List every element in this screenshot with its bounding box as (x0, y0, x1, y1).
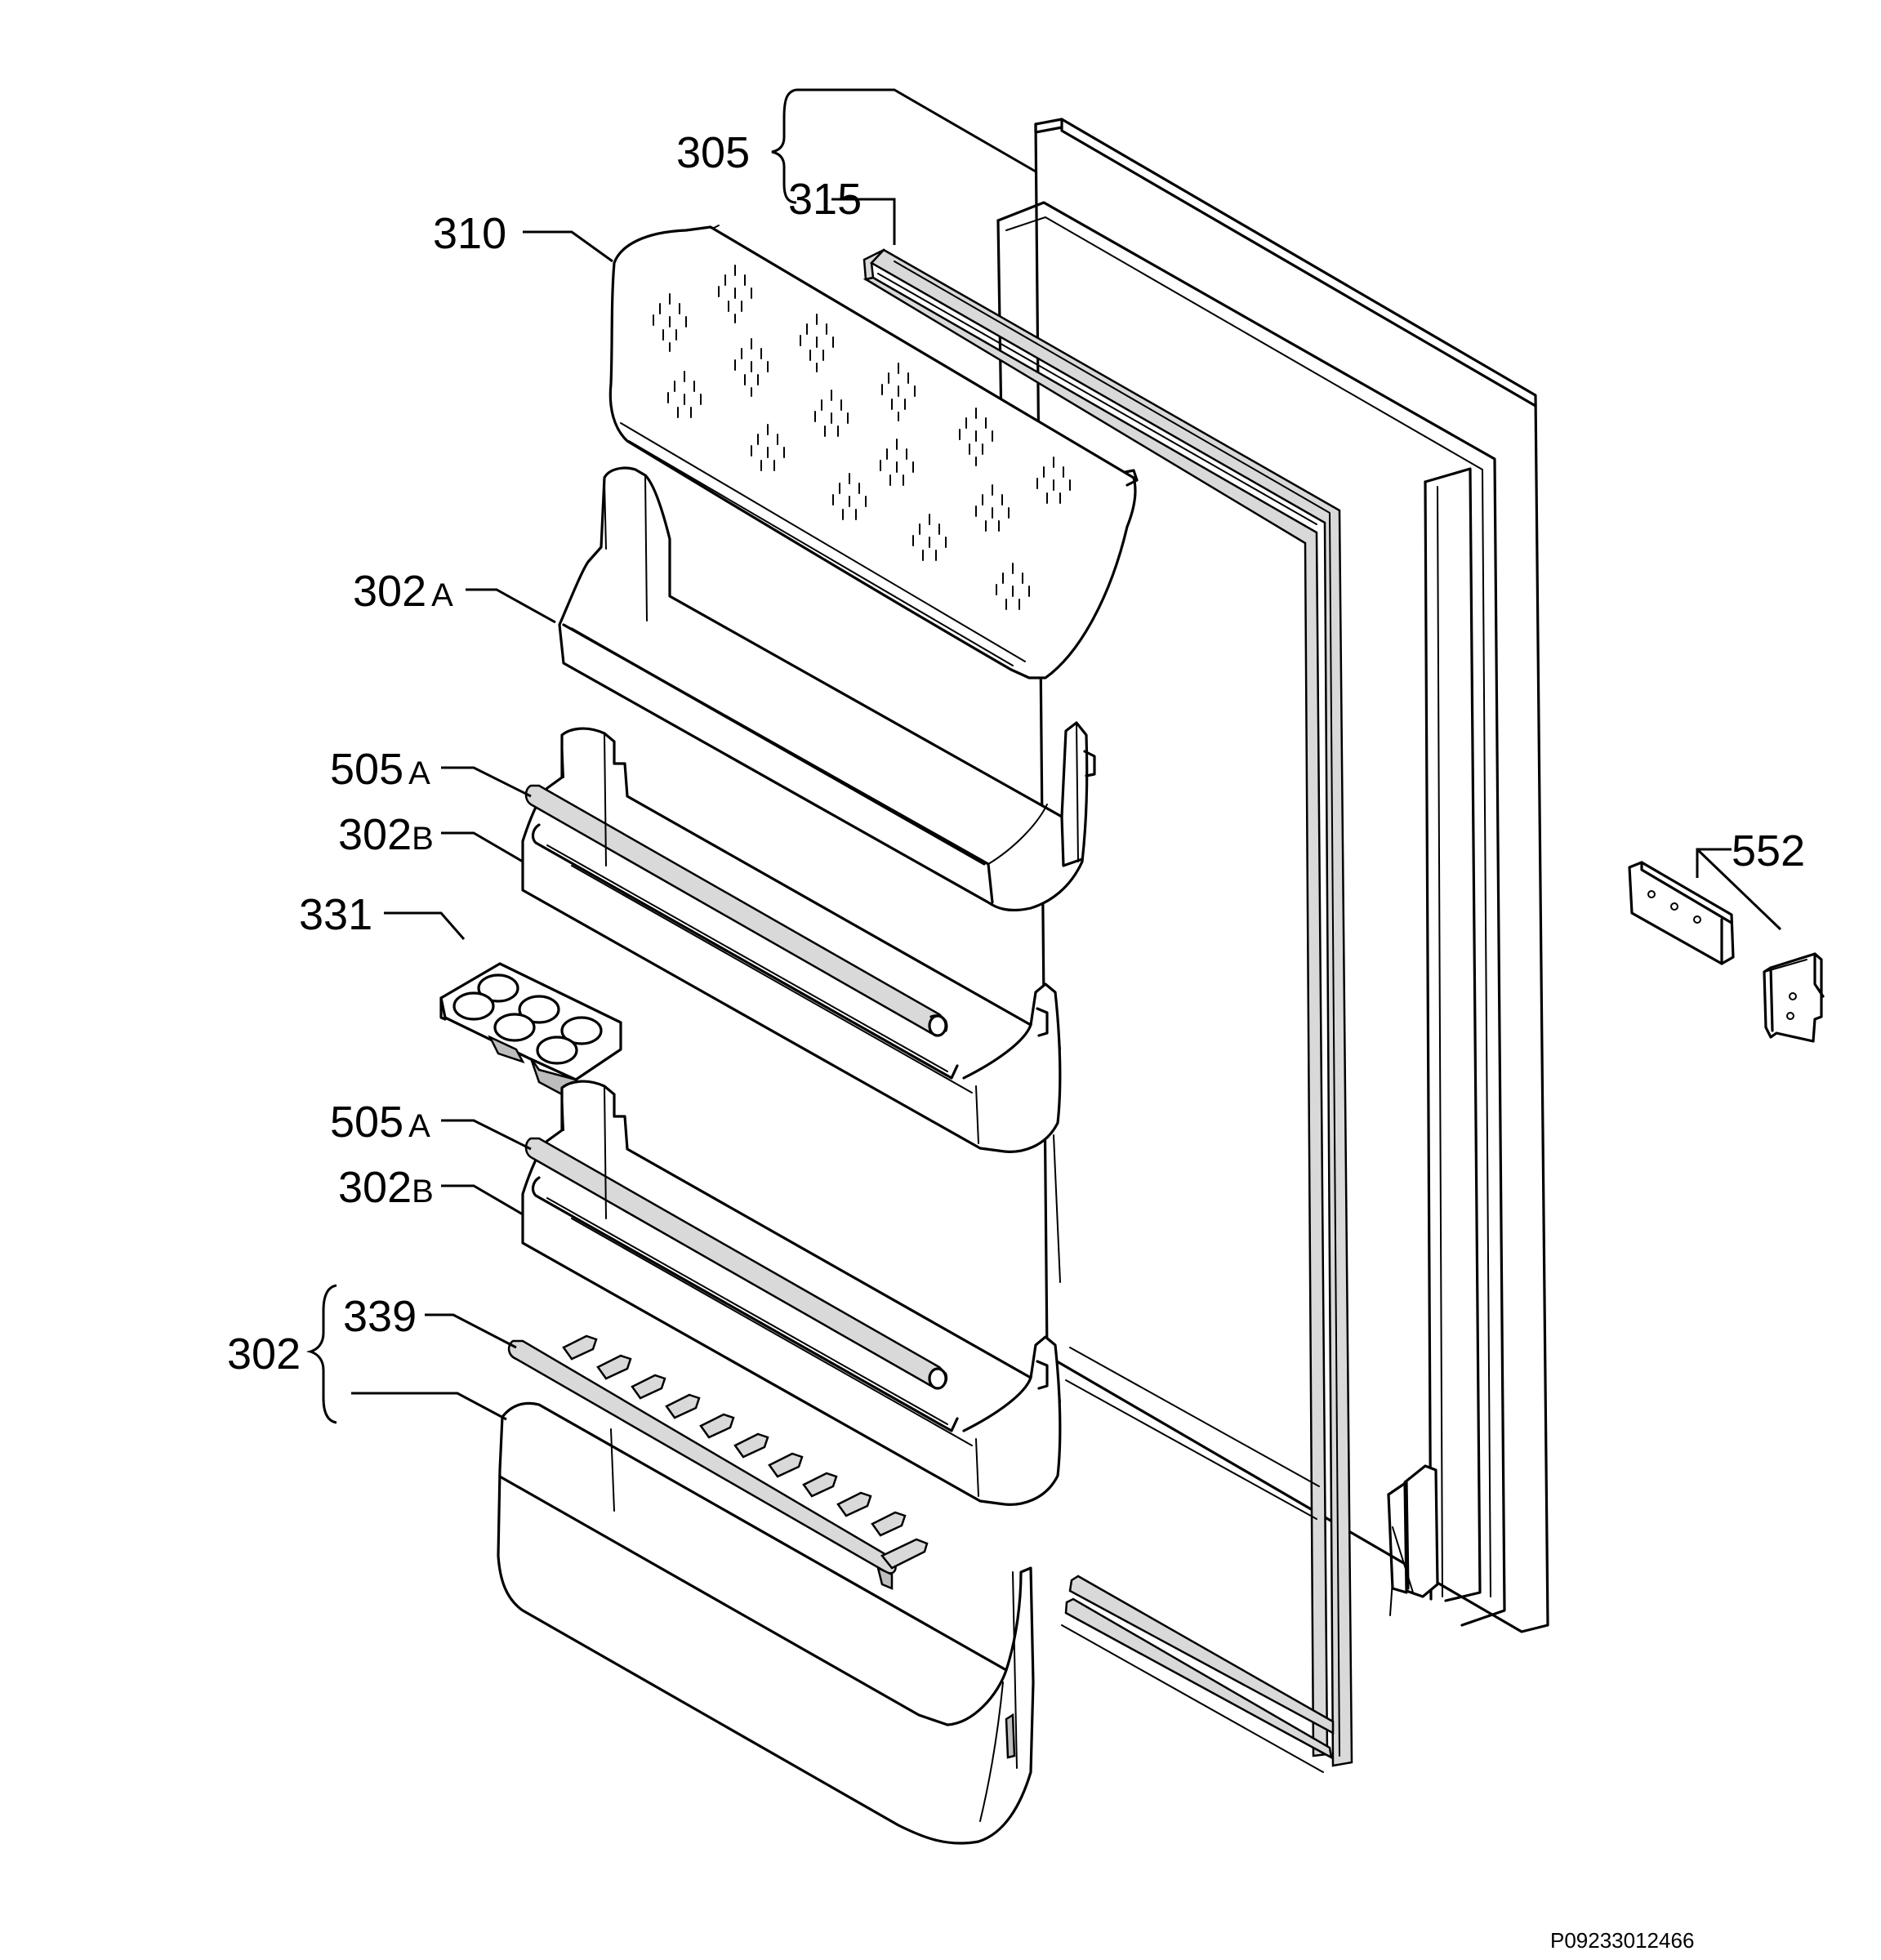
bottle-bin-302 (497, 1401, 1035, 1845)
drawing-code: P09233012466 (1550, 1928, 1694, 1953)
label-315: 315 (788, 175, 862, 224)
label-552: 552 (1732, 826, 1805, 875)
label-302: 302 (227, 1330, 301, 1379)
label-310: 310 (433, 209, 506, 258)
door-shelf-302a (558, 466, 1096, 912)
label-302b-upper: 302B (338, 810, 434, 859)
vent-pattern (653, 265, 1071, 610)
door-shelf-302b-upper (521, 727, 1062, 1153)
door-gasket (862, 248, 1414, 1773)
label-305: 305 (676, 128, 750, 177)
label-339: 339 (343, 1292, 417, 1341)
hinge-brackets-552 (1628, 861, 1825, 1043)
label-302b-lower: 302B (338, 1163, 434, 1212)
door-panel (996, 118, 1549, 1633)
egg-tray-331 (439, 962, 622, 1096)
bottle-rack-339 (507, 1334, 929, 1590)
leader-lines (305, 88, 1782, 1424)
fruit-cover-shelf (608, 225, 1139, 679)
door-shelf-302b-lower (521, 1080, 1062, 1506)
label-331: 331 (299, 890, 372, 939)
